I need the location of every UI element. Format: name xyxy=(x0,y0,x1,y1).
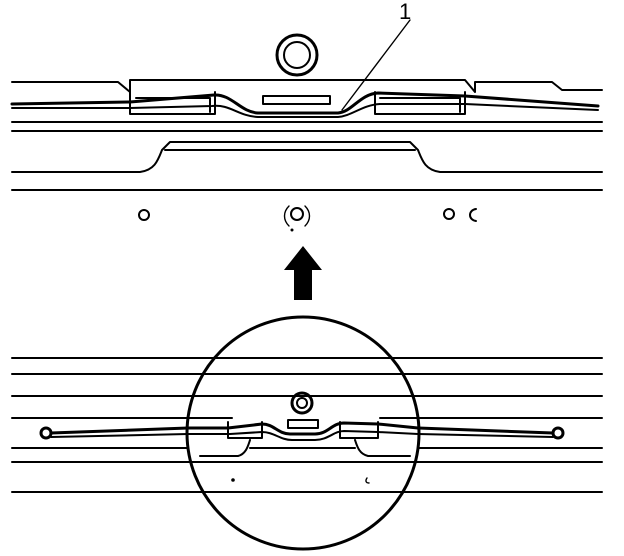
cable-top-lower xyxy=(11,103,599,118)
detail-magnifier xyxy=(185,315,421,551)
fastener-holes xyxy=(138,205,477,232)
upper-panel-edge xyxy=(11,79,603,93)
callout-1-label: 1 xyxy=(399,0,412,24)
direction-arrow xyxy=(284,246,322,300)
cable-bottom xyxy=(39,426,565,440)
mounting-hole-top xyxy=(275,33,319,77)
cable-top xyxy=(10,91,600,115)
lower-trim xyxy=(11,141,603,173)
top-view xyxy=(10,19,603,232)
bottom-view xyxy=(11,315,603,551)
callout-1-leader xyxy=(341,19,411,111)
